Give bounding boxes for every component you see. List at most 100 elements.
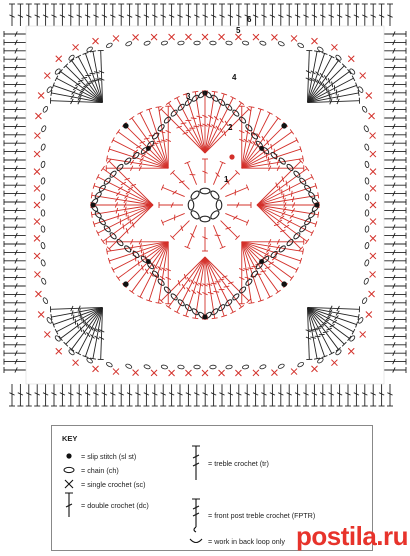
red-petal-stitch (202, 257, 208, 320)
chain-stitch (46, 86, 53, 93)
border-stitch-left (3, 333, 26, 340)
round-number-4: 4 (232, 73, 237, 82)
border-stitch-top (252, 3, 259, 26)
red-petal-stitch (257, 202, 320, 208)
corner-fan-stitch (307, 307, 342, 352)
border-stitch-top (328, 3, 335, 26)
chain-stitch (40, 259, 46, 267)
border-stitch-top (93, 3, 99, 26)
corner-fan-stitch (54, 307, 103, 335)
border-stitch-top (177, 3, 183, 26)
border-stitch-right (384, 232, 407, 239)
single-crochet-x (185, 33, 192, 41)
border-stitch-left (3, 274, 26, 281)
corner-fan-stitch (307, 307, 321, 360)
red-petal-stitch (241, 165, 305, 172)
chain-stitch (270, 151, 278, 160)
red-petal-stitch (111, 137, 169, 169)
chain-stitch (98, 218, 106, 226)
border-stitch-bottom (252, 384, 259, 407)
border-stitch-left (3, 81, 26, 88)
border-stitch-left (3, 47, 26, 54)
border-stitch-top (9, 3, 15, 26)
chain-stitch (132, 151, 140, 160)
center-chain (199, 215, 211, 223)
red-petal-stitch (90, 192, 154, 206)
border-stitch-top (202, 3, 209, 26)
red-petal-stitch (204, 256, 252, 304)
chain-stitch (40, 225, 46, 233)
stitch-key: KEY = slip stitch (sl st) = chain (ch) =… (51, 425, 373, 551)
single-crochet-x (369, 150, 377, 158)
slip-stitch-dot (146, 259, 151, 264)
red-petal-stitch (106, 158, 154, 206)
red-petal-stitch (106, 241, 169, 255)
border-stitch-top (118, 3, 125, 26)
border-stitch-left (3, 325, 26, 331)
red-petal-stitch (256, 165, 310, 206)
border-stitch-top (143, 3, 150, 26)
border-stitch-bottom (42, 384, 49, 407)
border-stitch-right (384, 266, 407, 273)
center-chain (215, 199, 223, 211)
border-stitch-right (384, 333, 407, 340)
single-crochet-x (92, 365, 99, 373)
red-petal-stitch (241, 106, 255, 169)
chain-stitch (42, 106, 49, 113)
corner-fan-stitch (82, 307, 103, 358)
border-stitch-right (384, 350, 407, 357)
border-stitch-left (3, 140, 26, 147)
single-crochet-x (235, 369, 242, 377)
chain-stitch (357, 86, 364, 93)
red-petal-stitch (121, 241, 169, 289)
chain-stitch (277, 363, 285, 369)
chain-stitch (364, 193, 370, 201)
chain-stitch (225, 40, 233, 46)
border-stitch-right (384, 207, 407, 214)
outer-border-stitches (3, 3, 407, 407)
corner-fan-stitch (54, 75, 103, 103)
chain-stitch (293, 232, 301, 240)
chain-stitch (163, 116, 171, 124)
red-petal-stitch (204, 95, 237, 154)
red-petal-stitch (256, 192, 320, 206)
red-petal-stitch (165, 241, 172, 305)
border-stitch-bottom (135, 384, 141, 407)
border-stitch-left (3, 350, 26, 357)
single-crochet-x (218, 369, 225, 377)
chain-stitch (270, 250, 278, 259)
single-crochet-x (33, 252, 41, 260)
border-stitch-bottom (269, 384, 276, 407)
red-petal-stitch (241, 155, 304, 169)
arc-icon (187, 534, 205, 548)
border-stitch-top (151, 3, 158, 26)
border-stitch-right (384, 157, 407, 163)
chain-stitch (103, 225, 111, 233)
border-stitch-top (42, 3, 49, 26)
chain-stitch (124, 157, 132, 165)
start-slip-stitch (229, 154, 235, 160)
red-petal-stitch (165, 256, 206, 310)
chain-stitch (335, 349, 342, 356)
key-item-chain: = chain (ch) (60, 463, 119, 477)
border-stitch-right (384, 148, 407, 155)
single-crochet-x (331, 359, 338, 367)
chain-stitch (363, 125, 369, 133)
single-crochet-x (33, 218, 41, 225)
red-petal-stitch (95, 173, 154, 206)
red-petal-stitch (106, 204, 154, 252)
single-crochet-x (112, 368, 120, 375)
chain-stitch (304, 218, 312, 226)
border-stitch-bottom (202, 384, 209, 407)
chain-stitch (68, 349, 75, 356)
chain-stitch (160, 40, 168, 46)
single-crochet-x (347, 55, 355, 63)
red-petal-stitch (256, 204, 315, 237)
chain-stitch (116, 239, 124, 247)
border-stitch-right (384, 115, 407, 121)
chain-stitch (364, 160, 370, 168)
single-crochet-x (347, 347, 355, 355)
red-petal-stitch (192, 256, 206, 320)
border-stitch-right (384, 241, 407, 247)
chain-stitch (132, 250, 140, 259)
